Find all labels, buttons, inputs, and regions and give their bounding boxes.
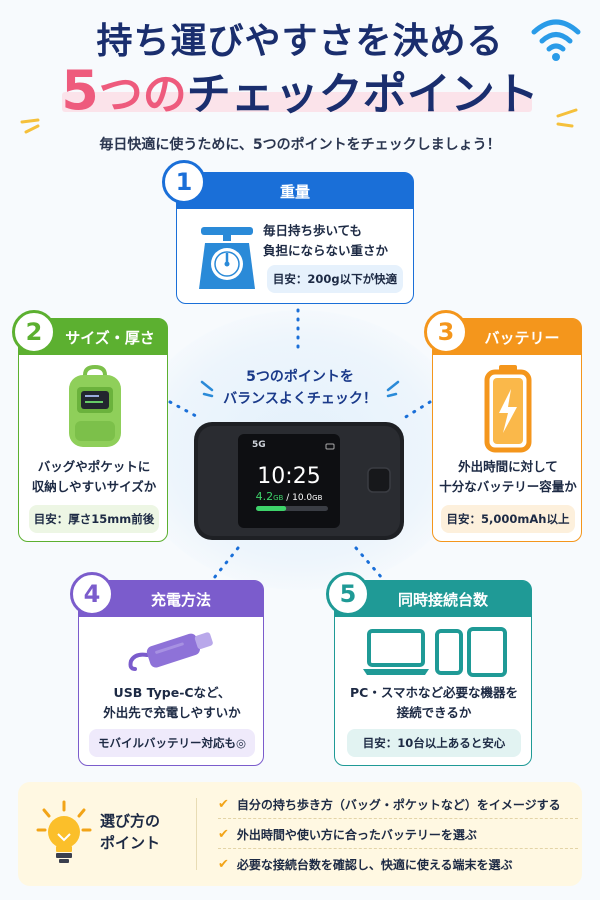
accent-left-icon [200, 380, 214, 398]
tip-text: 外出時間や使い方に合ったバッテリーを選ぶ [236, 828, 477, 842]
card-size-desc1: バッグやポケットに [37, 459, 151, 474]
title-highlight-band [62, 92, 532, 112]
tips-label: 選び方の ポイント [100, 810, 160, 854]
sparkle-left-icon [20, 118, 40, 134]
card-connect: 同時接続台数 PC・スマホなど必要な機器を 接続できるか 目安：10台以上あると… [334, 580, 532, 766]
page-title-line1: 持ち運びやすさを決める [96, 21, 504, 62]
card-charge-pill: モバイルバッテリー対応も◎ [89, 729, 255, 757]
card-charge-desc1: USB Type-Cなど、 [113, 685, 231, 700]
center-line2: バランスよくチェック！ [223, 391, 377, 407]
devices-icon [363, 627, 507, 677]
badge-5: 5 [326, 572, 370, 616]
sparkle-right-icon [556, 108, 578, 128]
card-connect-pill: 目安：10台以上あると安心 [347, 729, 521, 757]
card-charge-desc2: 外出先で充電しやすいか [103, 705, 241, 720]
pocket-wifi-device: 5G 10:25 4.2GB / 10.0GB [192, 420, 406, 546]
device-time: 10:25 [257, 464, 321, 489]
usb-cable-icon [128, 632, 213, 671]
center-message: 5つのポイントを バランスよくチェック！ [180, 366, 420, 410]
card-battery-pill: 目安：5,000mAh以上 [441, 505, 575, 533]
card-connect-desc1: PC・スマホなど必要な機器を [350, 685, 518, 700]
title-no: の [142, 69, 187, 120]
tip-separator [218, 818, 578, 819]
card-connect-title: 同時接続台数 [397, 590, 488, 609]
tip-text: 必要な接続台数を確認し、快適に使える端末を選ぶ [236, 858, 513, 872]
title-tsu: つ [98, 69, 143, 120]
card-size: サイズ・厚さ バッグやポケットに 収納しやすいサイズか 目安：厚さ15mm前後 [18, 318, 168, 542]
badge-4: 4 [70, 572, 114, 616]
card-weight: 重量 毎日持ち歩いても 負担にならない重さか 目安：200g以下が快適 [176, 172, 414, 304]
card-battery: バッテリー 外出時間に対して 十分なバッテリー容量か 目安：5,000mAh以上 [432, 318, 582, 542]
check-icon: ✔ [218, 797, 229, 812]
connector-dots [168, 308, 432, 580]
tip-text: 自分の持ち歩き方（バッグ・ポケットなど）をイメージする [236, 798, 561, 812]
center-line1: 5つのポイントを [246, 369, 354, 385]
data-used: 4.2 [255, 490, 274, 503]
tips-label1: 選び方の [100, 812, 161, 830]
tip-separator [218, 848, 578, 849]
card-weight-desc2: 負担にならない重さか [263, 243, 389, 258]
card-weight-pill: 目安：200g以下が快適 [267, 265, 403, 293]
title-number: 5 [61, 59, 99, 122]
data-total: / 10.0 [283, 493, 313, 503]
card-connect-desc2: 接続できるか [396, 705, 472, 720]
wifi-icon [531, 19, 581, 61]
backpack-icon [69, 365, 121, 447]
tip-row: ✔ 自分の持ち歩き方（バッグ・ポケットなど）をイメージする [218, 796, 561, 813]
signal-label: 5G [252, 440, 266, 450]
card-weight-desc1: 毎日持ち歩いても [263, 223, 363, 238]
card-battery-desc2: 十分なバッテリー容量か [439, 479, 577, 494]
data-used-unit: GB [273, 494, 284, 502]
accent-right-icon [386, 380, 400, 398]
badge-2: 2 [12, 310, 56, 354]
card-charge-title: 充電方法 [150, 590, 211, 609]
check-icon: ✔ [218, 857, 229, 872]
tips-label2: ポイント [100, 834, 161, 852]
tips-box: 選び方の ポイント ✔ 自分の持ち歩き方（バッグ・ポケットなど）をイメージする … [18, 782, 582, 886]
card-charge: 充電方法 USB Type-Cなど、 外出先で充電しやすいか モバイルバッテリー… [78, 580, 264, 766]
card-weight-header: 重量 [177, 173, 413, 209]
scale-icon [199, 227, 255, 289]
tip-row: ✔ 外出時間や使い方に合ったバッテリーを選ぶ [218, 826, 477, 843]
tips-divider [196, 798, 197, 870]
card-weight-title: 重量 [279, 182, 310, 201]
title-rest: チェックポイント [186, 69, 539, 120]
page-subtitle: 毎日快適に使うために、5つのポイントをチェックしましょう！ [99, 137, 501, 153]
router-body [194, 422, 404, 540]
card-size-title: サイズ・厚さ [65, 328, 155, 347]
card-battery-title: バッテリー [484, 328, 560, 347]
card-battery-desc1: 外出時間に対して [458, 459, 558, 474]
card-size-pill: 目安：厚さ15mm前後 [29, 505, 159, 533]
card-size-desc2: 収納しやすいサイズか [31, 479, 157, 494]
check-icon: ✔ [218, 827, 229, 842]
data-usage: 4.2GB / 10.0GB [238, 490, 340, 503]
badge-3: 3 [424, 310, 468, 354]
battery-icon [484, 365, 532, 453]
tip-row: ✔ 必要な接続台数を確認し、快適に使える端末を選ぶ [218, 856, 513, 873]
data-total-unit: GB [312, 494, 323, 502]
badge-1: 1 [162, 160, 206, 204]
lightbulb-icon [36, 800, 92, 863]
page-title-line2: 5つのチェックポイント [0, 58, 600, 122]
